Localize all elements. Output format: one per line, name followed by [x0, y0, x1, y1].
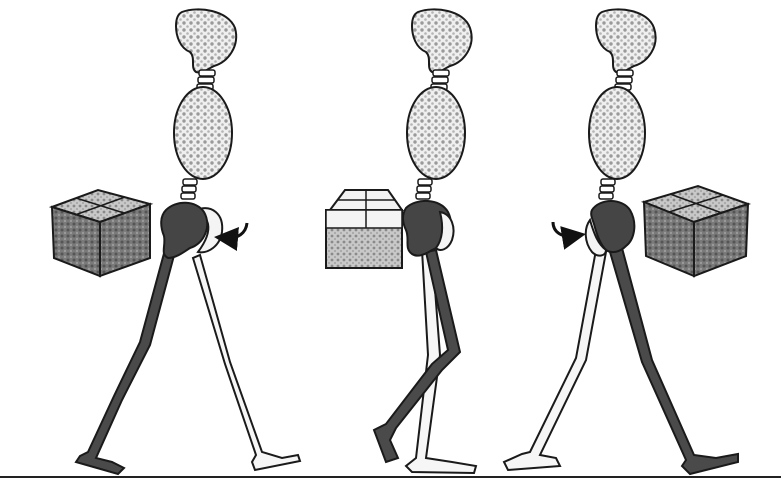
- leg-light-left: [193, 255, 300, 470]
- rotation-arrow-left: [226, 223, 247, 238]
- leg-dark-middle: [374, 250, 460, 462]
- torso-right: [589, 87, 645, 179]
- torso-left: [174, 87, 232, 179]
- box-right: [644, 186, 748, 276]
- rotation-arrow-right: [553, 222, 574, 236]
- spine-lumbar-left: [181, 179, 197, 199]
- skull-middle: [412, 9, 472, 72]
- spine-lumbar-right: [599, 179, 615, 199]
- skull-left: [176, 9, 236, 72]
- leg-dark-right: [610, 248, 738, 474]
- spine-lumbar-middle: [416, 179, 432, 199]
- leg-light-right: [504, 250, 606, 470]
- figure-left: [52, 9, 300, 474]
- figure-middle: [326, 9, 476, 473]
- box-left: [52, 190, 150, 276]
- box-middle: [326, 190, 402, 268]
- torso-middle: [407, 87, 465, 179]
- figure-right: [504, 9, 748, 474]
- leg-dark-left: [76, 246, 176, 474]
- skull-right: [596, 9, 656, 72]
